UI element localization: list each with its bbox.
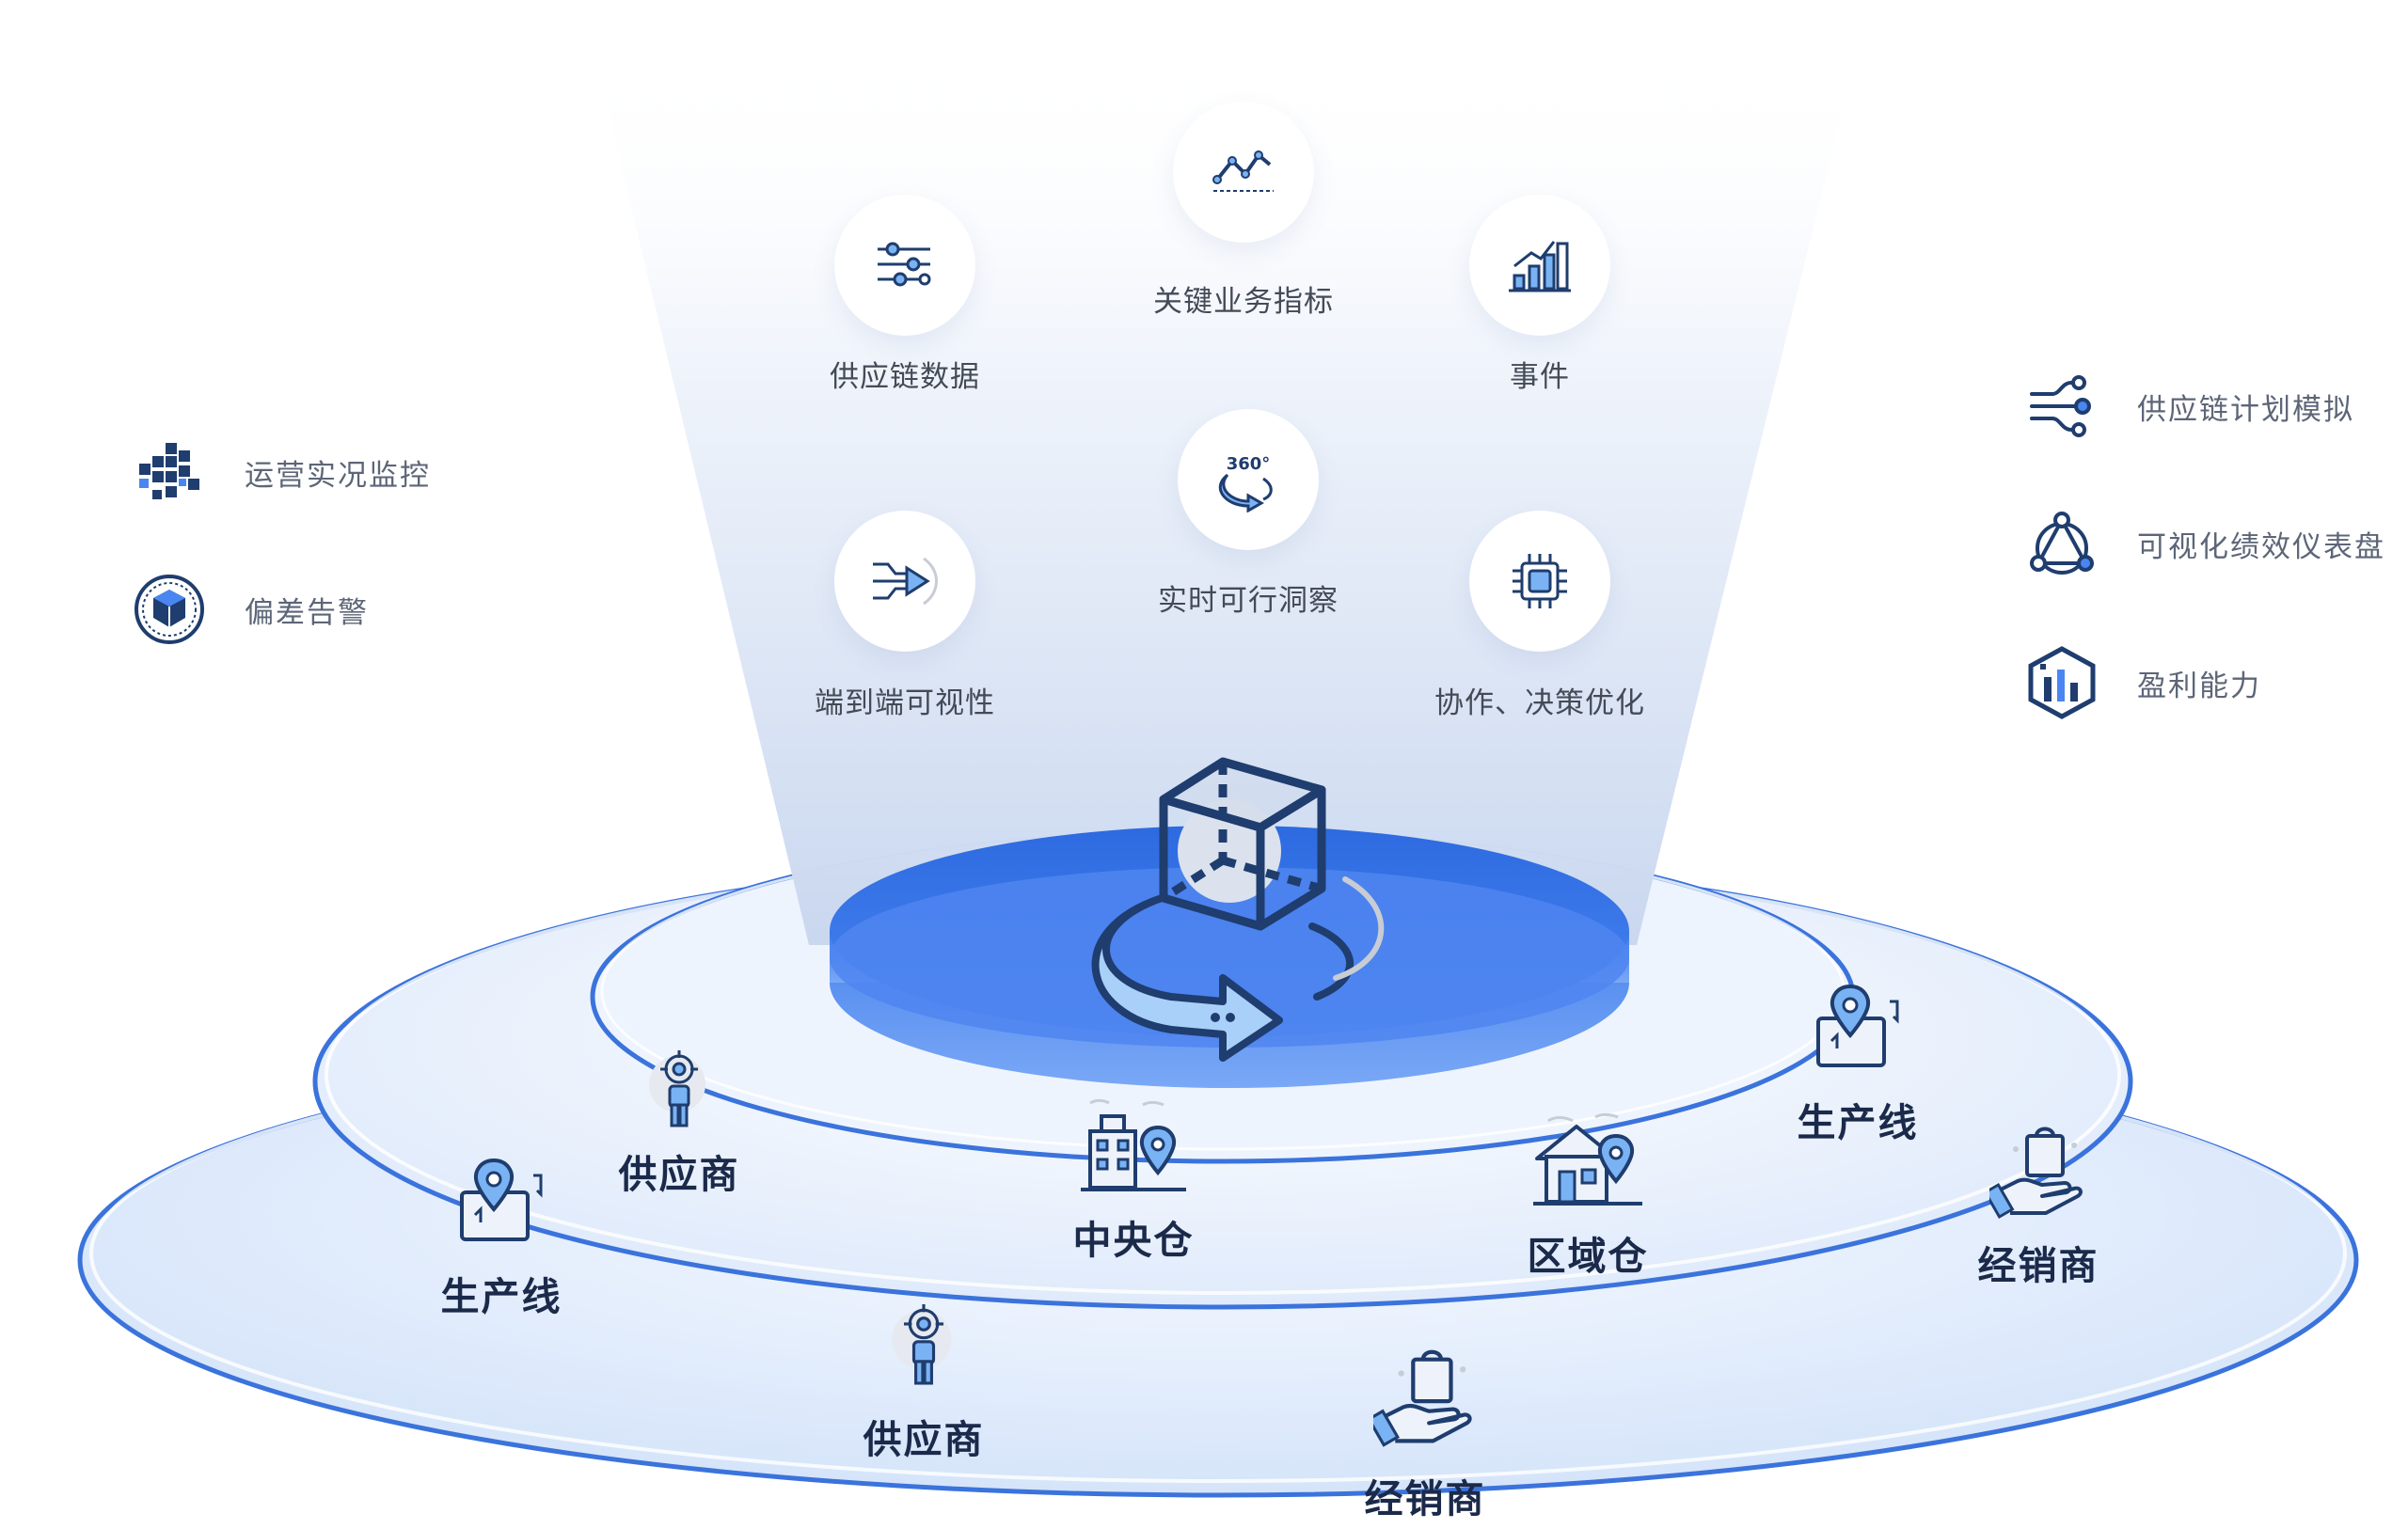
hand-bag-icon bbox=[1367, 1349, 1472, 1447]
e2e-bubble[interactable] bbox=[834, 511, 975, 652]
left-item-ops-monitor[interactable]: 运营实况监控 bbox=[132, 434, 431, 510]
right-item-label: 可视化绩效仪表盘 bbox=[2137, 529, 2385, 564]
right-item-label: 供应链计划模拟 bbox=[2137, 392, 2354, 427]
warehouse-pin-icon bbox=[1081, 1098, 1186, 1191]
central-warehouse-node[interactable] bbox=[1077, 1094, 1190, 1201]
right-item-dashboard[interactable]: 可视化绩效仪表盘 bbox=[2024, 506, 2385, 581]
rotate-arrow-icon bbox=[1091, 876, 1385, 1062]
production-right-label: 生产线 bbox=[1797, 1100, 1919, 1145]
collab-bubble[interactable] bbox=[1469, 511, 1610, 652]
distributor-outer-label: 经销商 bbox=[1364, 1476, 1486, 1521]
supplier-icon bbox=[892, 1303, 952, 1385]
realtime-label: 实时可行洞察 bbox=[1158, 584, 1339, 618]
left-item-label: 偏差告警 bbox=[245, 595, 369, 630]
production-right-node[interactable] bbox=[1811, 983, 1905, 1077]
supply-data-bubble[interactable] bbox=[834, 195, 975, 336]
production-left-label: 生产线 bbox=[440, 1274, 562, 1319]
events-label: 事件 bbox=[1510, 360, 1570, 394]
supplier-outer-node[interactable] bbox=[884, 1300, 963, 1394]
box-badge-icon bbox=[132, 572, 207, 647]
e2e-label: 端到端可视性 bbox=[815, 686, 995, 720]
right-item-profitability[interactable]: 盈利能力 bbox=[2024, 645, 2261, 720]
supplier-icon bbox=[649, 1050, 705, 1127]
line-chart-icon bbox=[1212, 150, 1274, 192]
kpi-bubble[interactable] bbox=[1173, 102, 1314, 243]
supplier-inner-node[interactable] bbox=[642, 1047, 717, 1135]
supplier-inner-label: 供应商 bbox=[618, 1152, 740, 1197]
hand-bag-icon bbox=[1983, 1127, 2083, 1220]
chip-icon bbox=[1513, 554, 1567, 608]
regional-warehouse-node[interactable] bbox=[1529, 1108, 1646, 1215]
distributor-outer-node[interactable] bbox=[1367, 1349, 1477, 1453]
kpi-label: 关键业务指标 bbox=[1153, 285, 1334, 319]
hexagon-chart-icon bbox=[2024, 645, 2099, 720]
pixel-blocks-icon bbox=[132, 434, 207, 510]
production-left-node[interactable] bbox=[454, 1157, 548, 1251]
regional-warehouse-label: 区域仓 bbox=[1527, 1234, 1649, 1279]
events-bubble[interactable] bbox=[1469, 195, 1610, 336]
supplier-outer-label: 供应商 bbox=[863, 1417, 985, 1462]
right-item-label: 盈利能力 bbox=[2137, 669, 2261, 703]
distributor-right-node[interactable] bbox=[1983, 1127, 2087, 1224]
rotate-360-icon: 360° bbox=[1218, 454, 1273, 512]
central-warehouse-label: 中央仓 bbox=[1072, 1218, 1195, 1263]
circuit-arrow-icon bbox=[873, 557, 938, 606]
data-flow-icon bbox=[878, 242, 931, 287]
left-item-deviation-alert[interactable]: 偏差告警 bbox=[132, 572, 369, 647]
right-item-plan-sim[interactable]: 供应链计划模拟 bbox=[2024, 369, 2354, 444]
svg-text:360°: 360° bbox=[1227, 454, 1271, 474]
supply-data-label: 供应链数据 bbox=[830, 360, 980, 394]
left-item-label: 运营实况监控 bbox=[245, 458, 431, 493]
center-cube-icon bbox=[1159, 757, 1326, 931]
triangle-network-icon bbox=[2024, 506, 2099, 581]
branch-nodes-icon bbox=[2024, 369, 2099, 444]
bar-growth-icon bbox=[1509, 241, 1571, 292]
realtime-bubble[interactable]: 360° bbox=[1178, 409, 1319, 550]
production-map-icon bbox=[460, 1158, 543, 1241]
distributor-right-label: 经销商 bbox=[1977, 1243, 2099, 1288]
collab-label: 协作、决策优化 bbox=[1434, 686, 1645, 720]
production-map-icon bbox=[1816, 984, 1899, 1067]
house-pin-icon bbox=[1533, 1112, 1642, 1206]
